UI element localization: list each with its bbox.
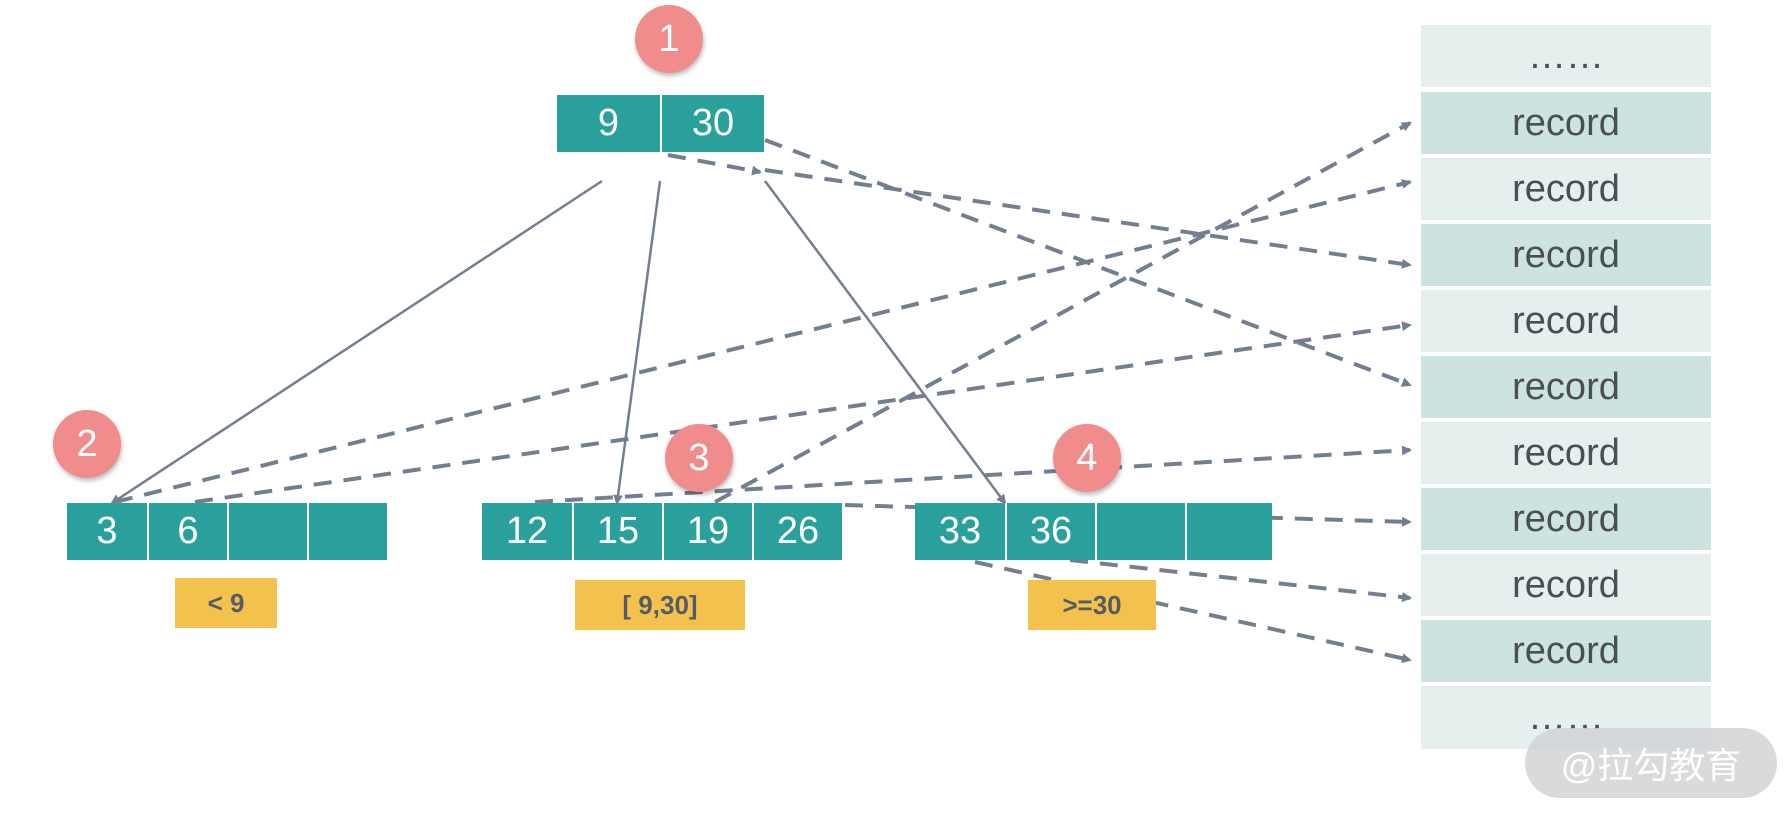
leaf-1-key-1: 3 — [67, 503, 147, 560]
record-row-9: record — [1421, 620, 1711, 682]
edge-root-to-leaf-2 — [613, 180, 662, 505]
pointer-29 — [667, 153, 762, 176]
leaf-2-key-3: 19 — [662, 503, 752, 560]
leaf-2-key-1: 12 — [482, 503, 572, 560]
badge-leaf-1: 2 — [53, 410, 121, 478]
leaf-1-key-2: 6 — [147, 503, 227, 560]
badge-leaf-3: 4 — [1053, 424, 1121, 492]
record-row-3: record — [1421, 224, 1711, 286]
pointer-15 — [534, 445, 1412, 504]
range-label-3: >=30 — [1028, 580, 1156, 630]
leaf-2-key-4: 26 — [752, 503, 842, 560]
root-key-1: 9 — [557, 95, 660, 152]
record-row-1: record — [1421, 92, 1711, 154]
leaf-3-key-3 — [1095, 503, 1185, 560]
leaf-1-key-3 — [227, 503, 307, 560]
edge-root-to-leaf-1 — [110, 179, 603, 505]
leaf-2-key-2: 15 — [572, 503, 662, 560]
badge-leaf-2: 3 — [665, 424, 733, 492]
pointer-6 — [194, 321, 1412, 504]
range-label-2: [ 9,30] — [575, 580, 745, 630]
record-row-ellipsis-top: …… — [1421, 25, 1711, 87]
leaf-3-key-4 — [1185, 503, 1272, 560]
pointer-3 — [114, 179, 1412, 504]
edge-root-to-leaf-3 — [763, 180, 1007, 505]
record-row-4: record — [1421, 290, 1711, 352]
badge-root: 1 — [635, 5, 703, 73]
root-key-2: 30 — [660, 95, 764, 152]
record-row-8: record — [1421, 554, 1711, 616]
record-row-5: record — [1421, 356, 1711, 418]
range-label-1: < 9 — [175, 578, 277, 628]
watermark: @拉勾教育 — [1525, 728, 1777, 798]
pointer-36 — [1069, 558, 1412, 603]
pointer-19 — [714, 121, 1412, 504]
record-row-2: record — [1421, 158, 1711, 220]
pointer-30-b — [764, 168, 1412, 269]
leaf-1-key-4 — [307, 503, 387, 560]
record-row-6: record — [1421, 422, 1711, 484]
record-row-7: record — [1421, 488, 1711, 550]
leaf-3-key-1: 33 — [915, 503, 1005, 560]
pointer-33 — [974, 560, 1412, 664]
leaf-3-key-2: 36 — [1005, 503, 1095, 560]
